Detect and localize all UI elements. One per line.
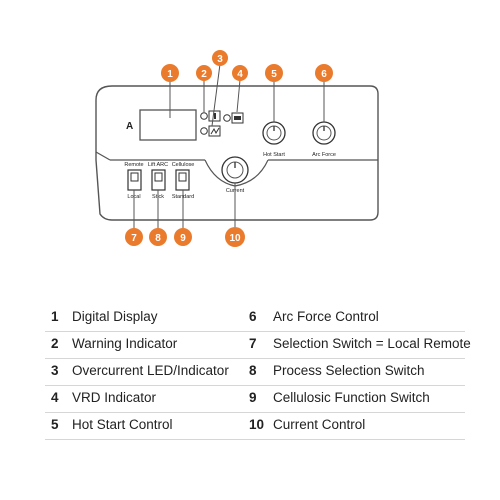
legend-num: 9: [249, 390, 257, 405]
legend-text: Digital Display: [72, 309, 158, 324]
legend-num: 1: [51, 309, 59, 324]
callout-1: 1: [161, 64, 179, 82]
legend-row: 3 Overcurrent LED/Indicator 8 Process Se…: [45, 358, 465, 386]
legend-text: Arc Force Control: [273, 309, 379, 324]
callout-8: 8: [149, 228, 167, 246]
legend-row: 5 Hot Start Control 10 Current Control: [45, 412, 465, 440]
svg-text:1: 1: [167, 69, 173, 80]
svg-text:8: 8: [155, 233, 161, 244]
panel-diagram: A Hot Start Arc Force Current Remote: [95, 50, 379, 247]
svg-text:3: 3: [217, 54, 223, 65]
callout-10: 10: [225, 227, 245, 247]
svg-text:9: 9: [180, 233, 186, 244]
process-selection-switch[interactable]: [151, 169, 166, 191]
legend-text: Selection Switch = Local Remote: [273, 336, 471, 351]
hot-start-knob[interactable]: [262, 121, 286, 145]
svg-text:5: 5: [271, 69, 277, 80]
legend-num: 7: [249, 336, 257, 351]
callout-6: 6: [315, 64, 333, 82]
overcurrent-indicator: [200, 125, 221, 137]
callout-9: 9: [174, 228, 192, 246]
switch8-top-label: Lift ARC: [148, 162, 168, 168]
vrd-indicator: [223, 112, 244, 124]
legend-text: Warning Indicator: [72, 336, 178, 351]
svg-text:2: 2: [201, 69, 207, 80]
switch7-top-label: Remote: [124, 162, 143, 168]
legend-num: 5: [51, 417, 59, 432]
svg-text:7: 7: [131, 233, 137, 244]
callout-2: 2: [196, 65, 212, 81]
legend-text: Hot Start Control: [72, 417, 173, 432]
legend-text: Current Control: [273, 417, 366, 432]
legend-text: Cellulosic Function Switch: [273, 390, 430, 405]
digital-display: [139, 109, 197, 141]
callout-5: 5: [265, 64, 283, 82]
legend-num: 2: [51, 336, 59, 351]
svg-text:10: 10: [229, 233, 241, 244]
legend-num: 4: [51, 390, 59, 405]
legend-text: VRD Indicator: [72, 390, 157, 405]
legend-row: 2 Warning Indicator 7 Selection Switch =…: [45, 331, 471, 359]
warning-indicator: [200, 110, 221, 122]
arc-force-label: Arc Force: [312, 152, 336, 158]
callout-3: 3: [212, 50, 228, 66]
legend-num: 10: [249, 417, 265, 432]
cellulosic-switch[interactable]: [175, 169, 190, 191]
legend-text: Overcurrent LED/Indicator: [72, 363, 229, 378]
legend-num: 8: [249, 363, 257, 378]
display-letter: A: [126, 121, 133, 132]
arc-force-knob[interactable]: [312, 121, 336, 145]
switch9-top-label: Cellulose: [172, 162, 195, 168]
svg-text:6: 6: [321, 69, 327, 80]
legend-num: 3: [51, 363, 59, 378]
current-knob[interactable]: [221, 156, 249, 184]
legend-text: Process Selection Switch: [273, 363, 425, 378]
legend-row: 4 VRD Indicator 9 Cellulosic Function Sw…: [45, 385, 465, 413]
hot-start-label: Hot Start: [263, 152, 285, 158]
svg-text:4: 4: [237, 69, 243, 80]
legend-row: 1 Digital Display 6 Arc Force Control: [45, 304, 465, 332]
callout-4: 4: [232, 65, 248, 81]
callout-7: 7: [125, 228, 143, 246]
selection-switch[interactable]: [127, 169, 142, 191]
legend-num: 6: [249, 309, 257, 324]
